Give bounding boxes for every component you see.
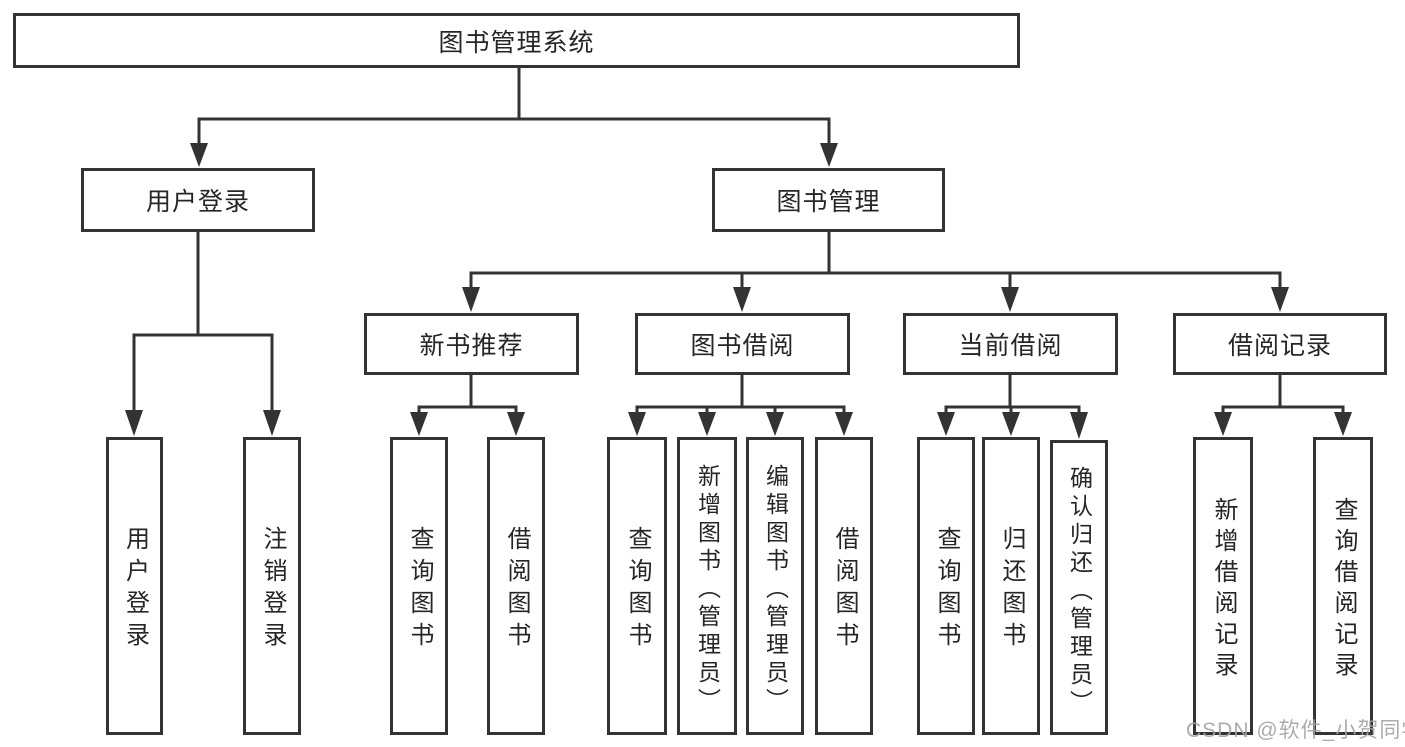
leaf-add-borrow-record: 新增借阅记录 — [1193, 437, 1253, 735]
leaf-user-login-label: 用户登录 — [121, 526, 149, 654]
arrowhead — [698, 412, 716, 436]
leaf-query-books-3: 查询图书 — [917, 437, 975, 735]
arrowhead — [1214, 412, 1232, 436]
node-root: 图书管理系统 — [13, 13, 1020, 68]
node-user-login-label: 用户登录 — [145, 188, 250, 216]
arrowhead — [937, 412, 955, 436]
arrowhead — [733, 287, 751, 312]
node-borrowing-records: 借阅记录 — [1173, 313, 1387, 375]
node-user-login: 用户登录 — [81, 168, 315, 232]
node-new-book-recommend: 新书推荐 — [364, 313, 579, 375]
node-book-borrowing-label: 图书借阅 — [690, 332, 795, 360]
leaf-logout-label: 注销登录 — [259, 526, 286, 654]
node-book-management: 图书管理 — [712, 168, 945, 232]
arrowhead — [766, 412, 784, 436]
leaf-logout: 注销登录 — [243, 437, 301, 735]
watermark: CSDN @软件_小贺同学 — [1186, 719, 1405, 742]
leaf-query-books-1-label: 查询图书 — [406, 526, 433, 654]
leaf-query-books-1: 查询图书 — [390, 437, 448, 735]
node-root-label: 图书管理系统 — [438, 28, 595, 57]
leaf-borrow-books-2: 借阅图书 — [815, 437, 873, 735]
leaf-query-books-3-label: 查询图书 — [933, 526, 960, 654]
arrowhead — [410, 412, 428, 436]
node-borrowing-records-label: 借阅记录 — [1227, 332, 1332, 360]
node-new-book-recommend-label: 新书推荐 — [419, 332, 524, 360]
leaf-confirm-return-admin: 确认归还（管理员） — [1050, 440, 1108, 735]
node-book-borrowing: 图书借阅 — [635, 313, 850, 375]
arrowhead — [462, 287, 480, 312]
arrowhead — [507, 412, 525, 436]
leaf-confirm-return-admin-label: 确认归还（管理员） — [1066, 465, 1093, 718]
leaf-add-book-admin: 新增图书（管理员） — [677, 437, 737, 735]
leaf-query-books-2: 查询图书 — [607, 437, 667, 735]
leaf-edit-book-admin-label: 编辑图书（管理员） — [762, 464, 789, 716]
arrowhead — [190, 143, 208, 167]
node-book-management-label: 图书管理 — [776, 188, 881, 216]
arrowhead — [125, 410, 143, 436]
leaf-borrow-books-1: 借阅图书 — [487, 437, 545, 735]
arrowhead — [1271, 287, 1289, 312]
leaf-add-borrow-record-label: 新增借阅记录 — [1210, 497, 1237, 683]
arrowhead — [628, 412, 646, 436]
arrowhead — [820, 143, 838, 167]
leaf-user-login: 用户登录 — [106, 437, 163, 735]
arrowhead — [1002, 412, 1020, 436]
arrowhead — [263, 410, 281, 436]
leaf-borrow-books-2-label: 借阅图书 — [831, 526, 858, 654]
leaf-query-books-2-label: 查询图书 — [624, 526, 651, 654]
arrowhead — [1001, 287, 1019, 312]
leaf-add-book-admin-label: 新增图书（管理员） — [694, 464, 721, 716]
leaf-query-borrow-record-label: 查询借阅记录 — [1330, 497, 1357, 683]
node-current-borrowing-label: 当前借阅 — [958, 332, 1063, 360]
leaf-borrow-books-1-label: 借阅图书 — [503, 526, 530, 654]
node-current-borrowing: 当前借阅 — [903, 313, 1118, 375]
leaf-return-books: 归还图书 — [982, 437, 1040, 735]
leaf-query-borrow-record: 查询借阅记录 — [1313, 437, 1373, 735]
leaf-edit-book-admin: 编辑图书（管理员） — [746, 437, 804, 735]
arrowhead — [1334, 412, 1352, 436]
arrowhead — [835, 412, 853, 436]
leaf-return-books-label: 归还图书 — [998, 526, 1025, 654]
arrowhead — [1070, 412, 1088, 439]
